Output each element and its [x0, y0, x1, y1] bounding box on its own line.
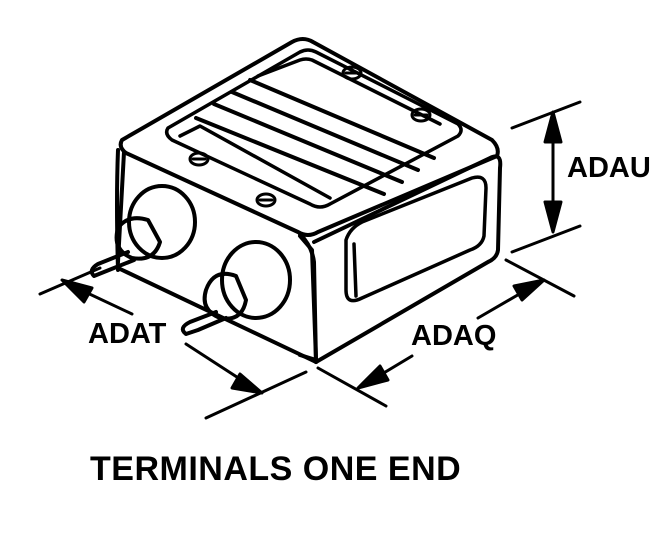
right-face-outline: [312, 154, 503, 364]
dimension-adat: [38, 266, 308, 420]
cover-inner-upper: [256, 57, 442, 126]
extension-line: [510, 100, 582, 130]
cover-stripe: [212, 102, 404, 184]
screw-icon: [341, 65, 363, 81]
cover-plate: [164, 48, 463, 209]
right-face-panel: [344, 175, 488, 303]
dimension-label-adaq: ADAQ: [411, 320, 497, 352]
terminal-1-insulator: [114, 216, 162, 261]
terminal-1: [89, 184, 197, 278]
arrowhead-icon: [230, 372, 264, 395]
terminal-1-boss: [127, 184, 197, 260]
extension-line: [504, 258, 576, 298]
arrowhead-icon: [356, 364, 390, 390]
top-cover: [164, 48, 463, 209]
arrowhead-icon: [543, 200, 563, 234]
cover-stripes: [194, 78, 436, 196]
arrowhead-icon: [512, 278, 546, 302]
dimension-adau: [510, 100, 582, 254]
terminal-2-lug: [180, 310, 228, 336]
extension-line: [204, 370, 308, 420]
top-face-outline: [118, 37, 500, 237]
cover-stripe: [230, 90, 420, 172]
extension-line: [510, 224, 582, 254]
terminal-2-boss: [220, 240, 292, 320]
right-panel-shadow: [352, 242, 358, 298]
cover-stripe: [194, 116, 386, 196]
terminal-2-insulator: [202, 271, 248, 321]
dimension-adaq: [316, 258, 576, 408]
box-body: [115, 37, 503, 364]
dimension-label-adau: ADAU: [567, 152, 651, 184]
terminal-2: [180, 240, 292, 336]
screw-icon: [410, 107, 432, 123]
screw-icon: [255, 192, 277, 208]
extension-line: [316, 366, 388, 408]
cover-screws: [188, 65, 432, 208]
front-left-edge: [115, 148, 120, 272]
cover-stripe: [248, 78, 436, 160]
arrowhead-icon: [543, 110, 563, 144]
cover-inner-lower: [178, 124, 332, 200]
diagram-caption: TERMINALS ONE END: [90, 450, 462, 488]
arrowhead-icon: [60, 278, 94, 304]
front-corner-edge: [298, 232, 318, 364]
screw-icon: [188, 151, 210, 167]
right-panel-outline: [344, 175, 488, 303]
dimension-label-adat: ADAT: [88, 318, 167, 350]
